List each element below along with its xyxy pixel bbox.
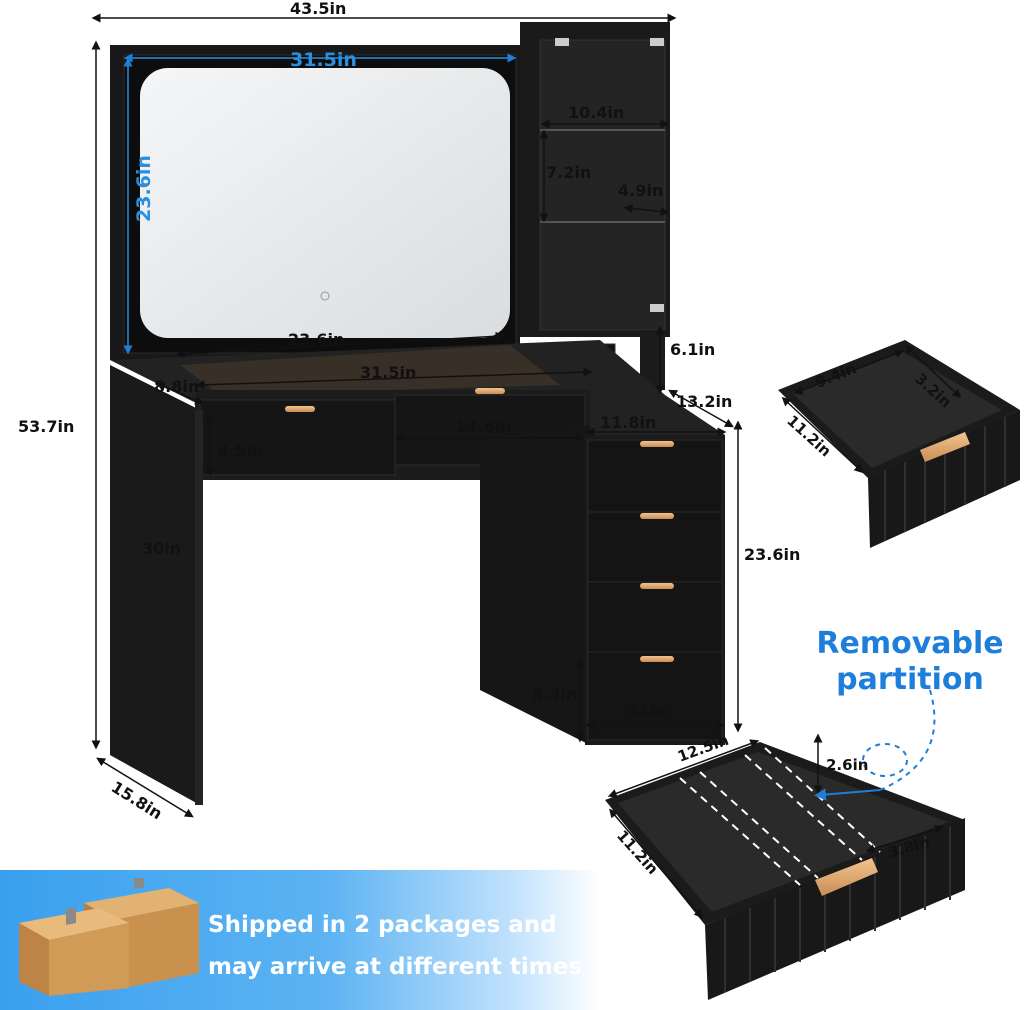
shipping-notice-line-1: Shipped in 2 packages and bbox=[208, 912, 557, 938]
dim-overall-height: 53.7in bbox=[18, 417, 74, 436]
dim-desk-depth: 15.8in bbox=[108, 777, 166, 823]
shipping-notice-line-2: may arrive at different times bbox=[208, 954, 583, 980]
drawer-handle bbox=[475, 388, 505, 394]
dim-side-cabinet-width: 11.8in bbox=[600, 413, 656, 432]
dim-side-cabinet-height: 23.6in bbox=[744, 545, 800, 564]
touch-sensor-icon bbox=[320, 291, 330, 301]
dim-desk-top-depth: 8.8in bbox=[154, 377, 199, 396]
dim-desk-top-width: 31.5in bbox=[360, 363, 416, 382]
hinge-icon bbox=[555, 38, 569, 46]
large-drawer-illustration bbox=[605, 689, 965, 1000]
package-boxes-icon bbox=[19, 878, 199, 996]
dim-mirror-width: 31.5in bbox=[290, 49, 357, 71]
dim-cabinet-shelf-height: 7.2in bbox=[546, 163, 591, 182]
small-drawer-illustration bbox=[778, 340, 1020, 548]
drawer-handle bbox=[640, 656, 674, 662]
dim-desk-height: 30in bbox=[142, 539, 181, 558]
cabinet-drawer-1 bbox=[587, 439, 723, 513]
callout-circle bbox=[862, 743, 908, 777]
cabinet-glass-door bbox=[539, 39, 666, 331]
vanity-desk bbox=[110, 22, 725, 805]
dim-cabinet-shelf-width: 10.4in bbox=[568, 103, 624, 122]
top-left-drawer bbox=[199, 399, 396, 476]
hinge-icon bbox=[650, 304, 664, 312]
drawer-handle bbox=[640, 441, 674, 447]
dim-mirror-height: 23.6in bbox=[133, 155, 155, 222]
drawer-handle bbox=[640, 583, 674, 589]
dimension-labels: 43.5in 31.5in 23.6in 10.4in 7.2in 4.9in … bbox=[18, 0, 955, 878]
hinge-icon bbox=[650, 38, 664, 46]
removable-partition-callout: Removable partition bbox=[800, 626, 1020, 698]
mirror-led bbox=[140, 68, 510, 338]
drawer-handle bbox=[640, 513, 674, 519]
dim-bottom-drawer-width: 11in bbox=[628, 701, 667, 720]
left-leg bbox=[110, 365, 200, 805]
cabinet-drawer-2 bbox=[587, 511, 723, 583]
dim-large-drawer-height: 2.6in bbox=[826, 756, 868, 774]
callout-line-2: partition bbox=[836, 662, 984, 697]
dim-overall-width: 43.5in bbox=[290, 0, 346, 18]
cabinet-drawer-4 bbox=[587, 651, 723, 741]
dim-top-drawer-height: 4.5in bbox=[218, 441, 263, 460]
cabinet-drawer-3 bbox=[587, 581, 723, 653]
callout-pointer bbox=[879, 689, 936, 791]
callout-line-1: Removable bbox=[816, 626, 1004, 661]
drawer-handle bbox=[285, 406, 315, 412]
dim-bottom-drawer-height: 5.4in bbox=[532, 685, 577, 704]
dim-side-cabinet-depth: 13.2in bbox=[676, 392, 732, 411]
side-cabinet-body bbox=[480, 425, 590, 745]
drawer-handle bbox=[815, 858, 878, 896]
dim-top-drawer-width: 14.6in bbox=[455, 417, 511, 436]
shipping-notice: Shipped in 2 packages and may arrive at … bbox=[208, 904, 588, 988]
dimension-lines bbox=[91, 13, 743, 818]
dim-glass-top-width: 23.6in bbox=[288, 330, 344, 349]
drawer-handle bbox=[920, 432, 970, 462]
dim-socket-height: 6.1in bbox=[670, 340, 715, 359]
dim-cabinet-shelf-depth: 4.9in bbox=[618, 181, 663, 200]
